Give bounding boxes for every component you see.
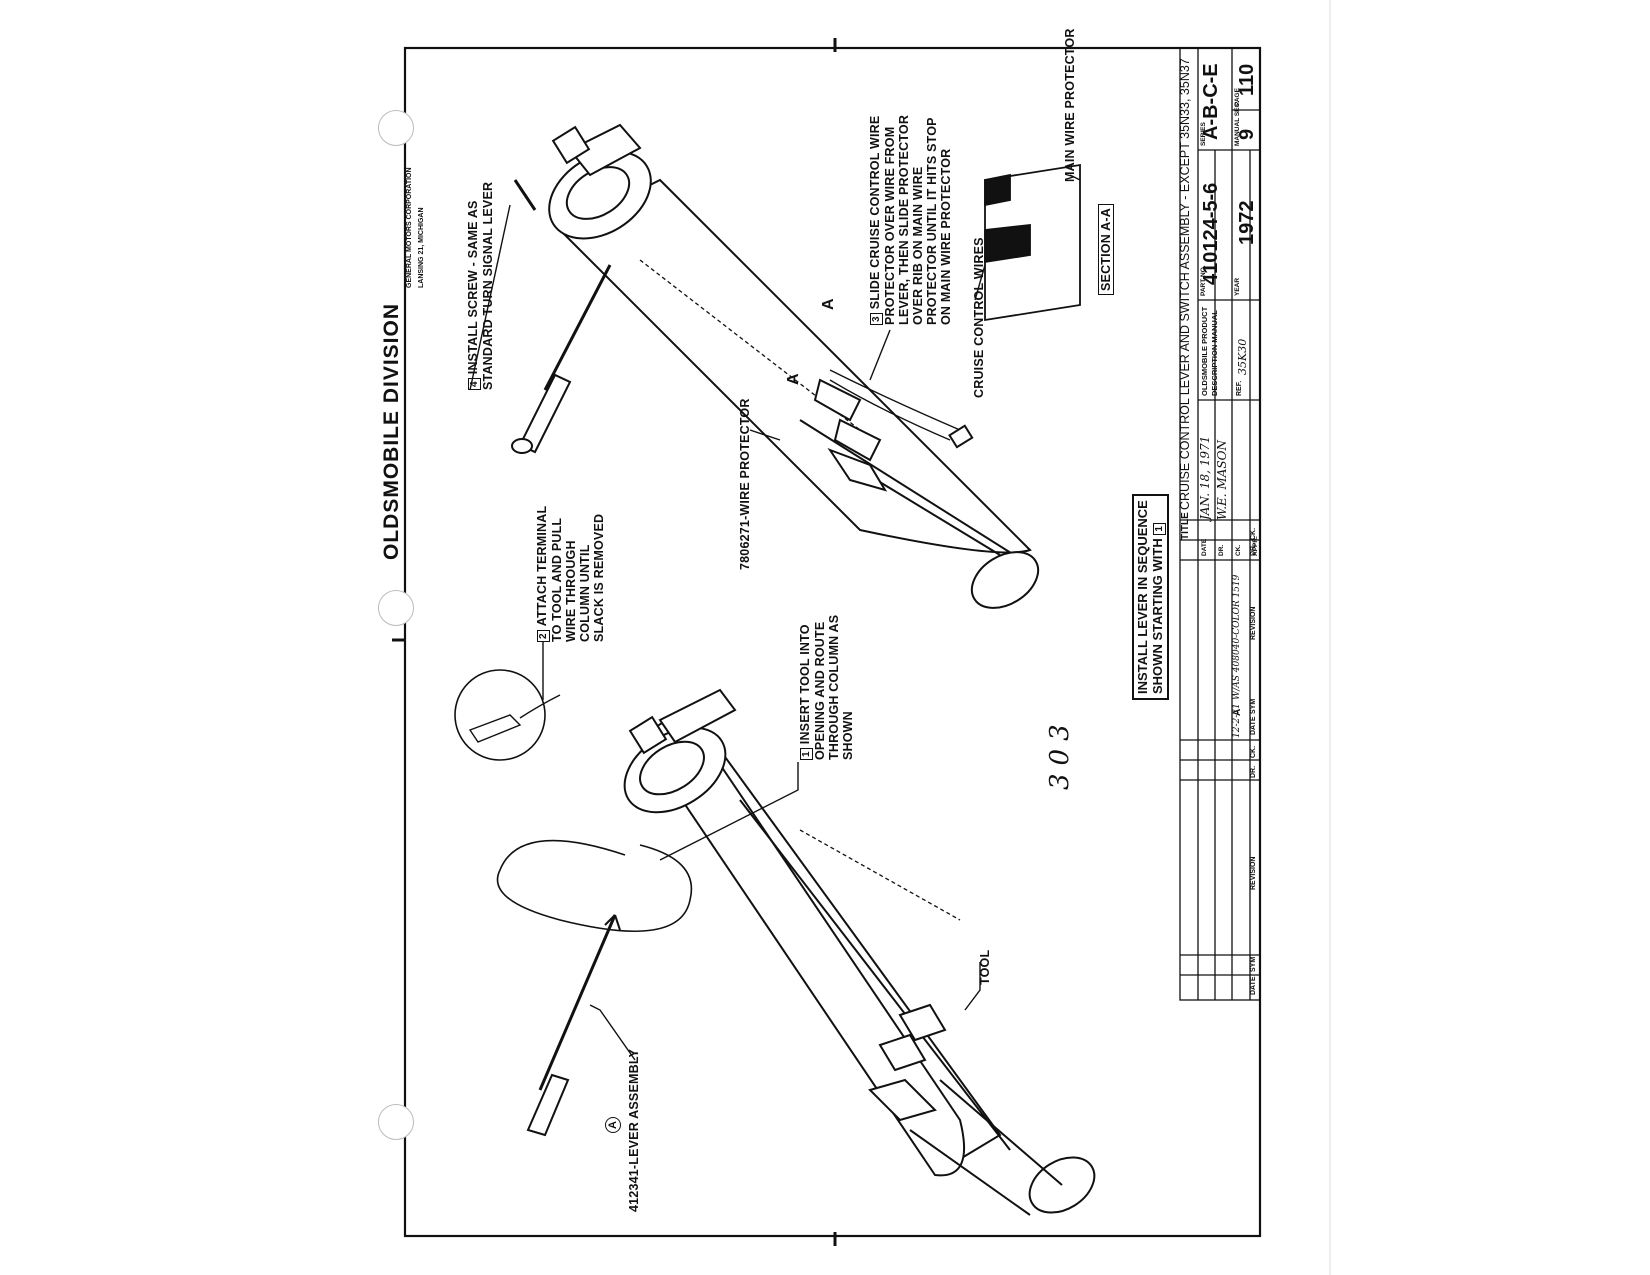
install-note: INSTALL LEVER IN SEQUENCE SHOWN STARTING… [1132,494,1169,700]
leader-lines [469,174,1081,1061]
revision-col-sym-2: SYM [1250,698,1257,714]
revision-col-date: DATE [1250,976,1257,995]
revision-col-dr: DR. [1250,765,1257,778]
step-1-text: INSERT TOOL INTO OPENING AND ROUTE THROU… [798,614,855,760]
division-heading: OLDSMOBILE DIVISION [380,302,403,560]
install-note-number: 1 [1153,523,1166,535]
part-number: 410124-5-6 [1200,182,1222,285]
date-label: DATE [1201,538,1208,556]
install-note-line-1: INSTALL LEVER IN SEQUENCE [1135,500,1150,694]
step-2-number: 2 [537,630,550,642]
step-2-text: ATTACH TERMINAL TO TOOL AND PULL WIRE TH… [535,505,606,642]
revision-col-date-2: DATE [1250,716,1257,735]
binder-hole-top [378,110,414,146]
corporation-label: GENERAL MOTORS CORPORATION [406,167,413,288]
revision-sym: A [1232,708,1243,716]
revision-text: W/AS 408040-COLOR 1519 [1232,574,1242,700]
tool-label: TOOL [978,949,992,985]
binder-hole-mid [378,590,414,626]
revision-col-ck: CK. [1250,745,1257,758]
section-mark-a-left: A [785,373,802,385]
title-label: TITLE [1180,512,1191,540]
revision-col-dr-2: DR. [1250,543,1257,556]
callout-step-1: 1INSERT TOOL INTO OPENING AND ROUTE THRO… [798,600,855,760]
dr-value: W.E. MASON [1215,440,1229,520]
screw [513,179,537,211]
handwritten-number: 303 [1045,716,1075,790]
ref-value: 35K30 [1236,338,1249,375]
wire-protector-label: 7806271-WIRE PROTECTOR [738,398,752,570]
main-wire-protector-label: MAIN WIRE PROTECTOR [1063,28,1077,182]
step-1-number: 1 [800,748,813,760]
step-4-number: 4 [468,378,481,390]
drawing-title: CRUISE CONTROL LEVER AND SWITCH ASSEMBLY… [1178,58,1192,510]
page-value: 110 [1236,63,1258,96]
binder-hole-bottom [378,1104,414,1140]
callout-step-3: 3SLIDE CRUISE CONTROL WIRE PROTECTOR OVE… [868,110,953,325]
section-label: SECTION A-A [1098,204,1114,295]
ck-label: CK. [1235,544,1242,556]
location-label: LANSING 21, MICHIGAN [418,207,425,288]
year-label: YEAR [1234,277,1241,296]
cruise-wires-label: CRUISE CONTROL WIRES [972,237,986,398]
ref-label: REF. [1236,380,1243,396]
product-label-2: DESCRIPTION MANUAL [1210,310,1219,396]
section-mark-a-right: A [820,298,837,310]
section-aa-detail [984,163,1081,322]
step-4-text: INSTALL SCREW - SAME AS STANDARD TURN SI… [466,181,495,390]
series-value: A-B-C-E [1200,63,1222,140]
lever-assembly-drawing [526,914,621,1137]
dr-label: DR. [1218,544,1225,556]
steering-column-lower [623,688,1096,1216]
detail-magnifier [454,669,546,761]
turn-signal-lever-drawing [511,264,612,454]
lever-wire-loop [496,839,693,933]
install-note-line-2: SHOWN STARTING WITH 1 [1150,500,1166,694]
step-3-text: SLIDE CRUISE CONTROL WIRE PROTECTOR OVER… [868,114,953,325]
manual-sec-value: 9 [1236,128,1258,140]
revision-col-ck-2: CK. [1250,527,1257,540]
steering-column-upper [548,123,1040,609]
revision-col-revision-2: REVISION [1250,606,1257,640]
date-value: JAN. 18, 1971 [1198,435,1212,520]
lever-assembly-label: 412341-LEVER ASSEMBLY [627,1048,641,1212]
year-value: 1972 [1236,200,1258,246]
callout-step-4: 4INSTALL SCREW - SAME AS STANDARD TURN S… [466,175,495,390]
callout-step-2: 2ATTACH TERMINAL TO TOOL AND PULL WIRE T… [535,497,606,642]
install-note-line-2-text: SHOWN STARTING WITH [1150,538,1165,694]
product-label-1: OLDSMOBILE PRODUCT [1200,306,1209,396]
revision-col-sym: SYM [1250,956,1257,972]
revision-col-revision: REVISION [1250,856,1257,890]
lever-symbol: A [605,1117,621,1133]
step-3-number: 3 [870,313,883,325]
